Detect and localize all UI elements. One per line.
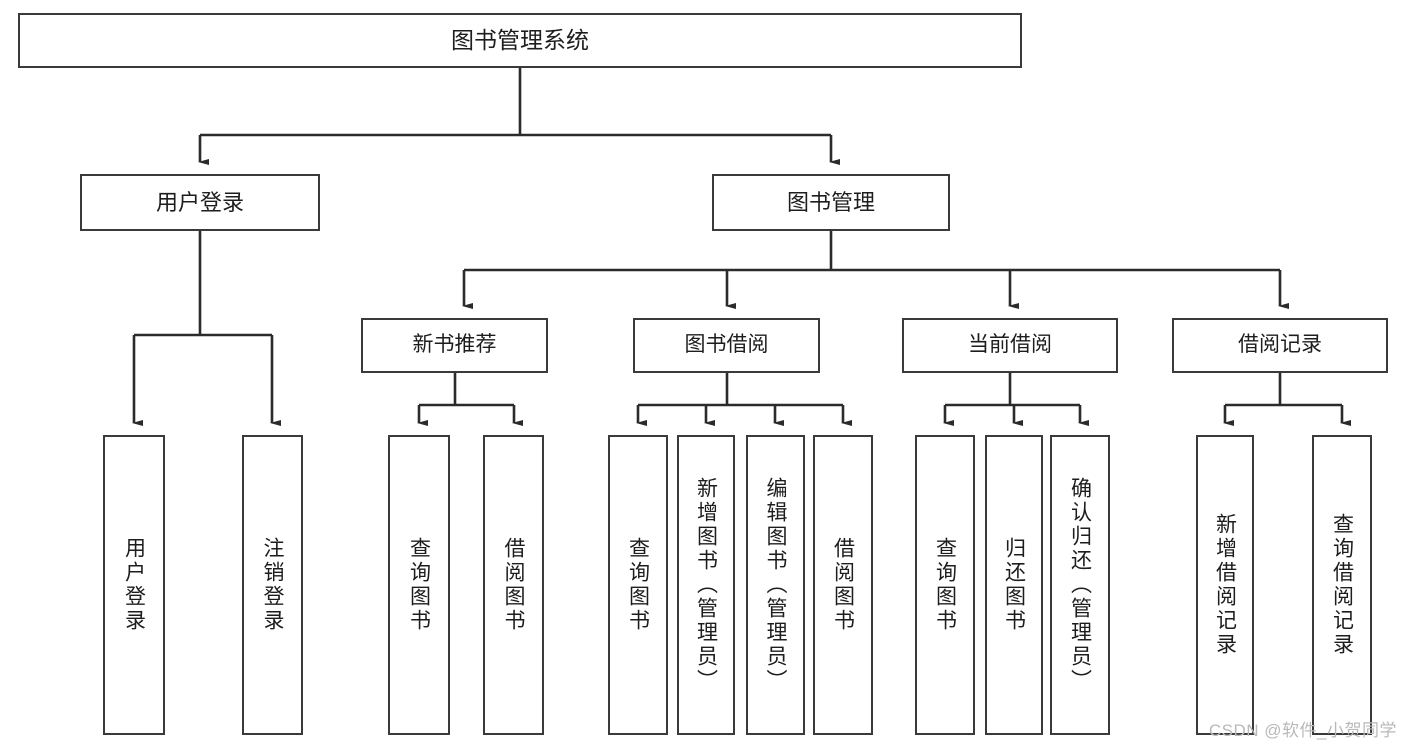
node-user-login-label: 用户登录 — [155, 189, 244, 215]
node-leaf-borrow-edit[interactable]: 编辑图书（管理员） — [746, 435, 805, 735]
node-book-manage[interactable]: 图书管理 — [712, 174, 950, 231]
node-leaf-current-query[interactable]: 查询图书 — [915, 435, 975, 735]
node-leaf-record-add-label: 新增借阅记录 — [1213, 513, 1237, 657]
node-book-borrow[interactable]: 图书借阅 — [633, 318, 820, 373]
node-root-label: 图书管理系统 — [451, 27, 589, 54]
node-new-book-recommend[interactable]: 新书推荐 — [361, 318, 548, 373]
node-leaf-current-confirm[interactable]: 确认归还（管理员） — [1050, 435, 1110, 735]
node-leaf-borrow-edit-label: 编辑图书（管理员） — [764, 477, 787, 693]
node-leaf-user-logout-label: 注销登录 — [261, 537, 284, 633]
node-leaf-recommend-query[interactable]: 查询图书 — [388, 435, 450, 735]
node-root-system[interactable]: 图书管理系统 — [18, 13, 1022, 68]
node-borrow-record[interactable]: 借阅记录 — [1172, 318, 1388, 373]
node-leaf-recommend-query-label: 查询图书 — [407, 537, 431, 633]
node-leaf-current-query-label: 查询图书 — [933, 537, 957, 633]
node-leaf-record-add[interactable]: 新增借阅记录 — [1196, 435, 1254, 735]
node-borrow-record-label: 借阅记录 — [1238, 333, 1322, 357]
node-leaf-record-query-label: 查询借阅记录 — [1330, 513, 1354, 657]
node-leaf-current-return-label: 归还图书 — [1002, 537, 1026, 633]
node-new-book-recommend-label: 新书推荐 — [412, 333, 497, 357]
csdn-watermark: CSDN @软件_小贺同学 — [1208, 721, 1397, 740]
node-leaf-user-login[interactable]: 用户登录 — [103, 435, 165, 735]
node-leaf-user-login-label: 用户登录 — [122, 537, 146, 633]
node-leaf-record-query[interactable]: 查询借阅记录 — [1312, 435, 1372, 735]
node-leaf-borrow-query-label: 查询图书 — [626, 537, 650, 633]
node-book-manage-label: 图书管理 — [786, 189, 875, 215]
node-leaf-borrow-add-label: 新增图书（管理员） — [694, 477, 718, 693]
node-leaf-recommend-borrow-label: 借阅图书 — [502, 537, 525, 633]
node-current-borrow[interactable]: 当前借阅 — [902, 318, 1118, 373]
node-leaf-recommend-borrow[interactable]: 借阅图书 — [483, 435, 544, 735]
node-leaf-borrow-add[interactable]: 新增图书（管理员） — [677, 435, 735, 735]
node-book-borrow-label: 图书借阅 — [684, 333, 769, 357]
node-leaf-current-confirm-label: 确认归还（管理员） — [1068, 477, 1092, 693]
node-leaf-borrow-query[interactable]: 查询图书 — [608, 435, 668, 735]
node-leaf-borrow-do-label: 借阅图书 — [831, 537, 855, 633]
node-leaf-current-return[interactable]: 归还图书 — [985, 435, 1043, 735]
node-leaf-user-logout[interactable]: 注销登录 — [242, 435, 303, 735]
node-leaf-borrow-do[interactable]: 借阅图书 — [813, 435, 873, 735]
node-user-login[interactable]: 用户登录 — [80, 174, 320, 231]
node-current-borrow-label: 当前借阅 — [968, 333, 1052, 357]
